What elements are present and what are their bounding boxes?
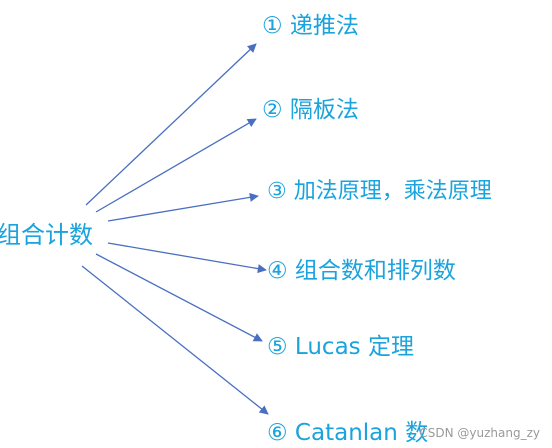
branch-label-3: ③ 加法原理，乘法原理 — [267, 179, 492, 204]
connector-arrow-5 — [95, 253, 263, 342]
branch-label-1: ① 递推法 — [262, 13, 359, 39]
connector-arrow-4 — [107, 242, 267, 274]
connector-arrow-2 — [95, 118, 257, 213]
branch-label-2: ② 隔板法 — [262, 97, 359, 123]
branch-label-5: ⑤ Lucas 定理 — [267, 334, 414, 360]
connector-arrow-1 — [85, 43, 257, 206]
branch-label-4: ④ 组合数和排列数 — [267, 258, 456, 284]
branch-label-6: ⑥ Catanlan 数 — [267, 420, 428, 446]
watermark-text: CSDN @yuzhang_zy — [419, 426, 540, 440]
root-node-label: 组合计数 — [0, 221, 93, 249]
connector-arrow-3 — [107, 192, 259, 222]
connector-arrow-6 — [81, 265, 269, 415]
